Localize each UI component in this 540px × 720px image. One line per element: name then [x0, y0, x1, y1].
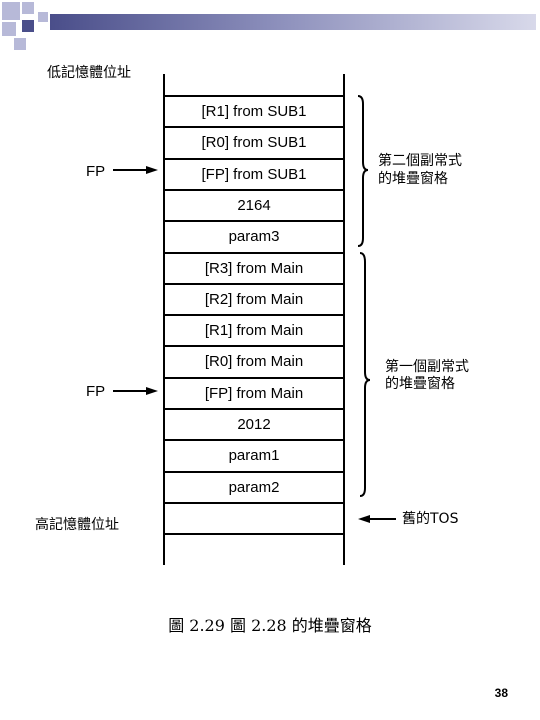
corner-square-5 — [14, 38, 26, 50]
stack-cell-label: param2 — [228, 479, 280, 496]
frame-lower-line2: 的堆疊窗格 — [385, 376, 455, 392]
stack-cell-label: 2164 — [237, 197, 271, 214]
high-address-label: 高記憶體位址 — [35, 517, 119, 533]
corner-square-1 — [2, 2, 20, 20]
stack-cell-label: param3 — [228, 228, 280, 245]
stack-cell-label: [FP] from Main — [204, 385, 304, 402]
frame-upper-line1: 第二個副常式 — [378, 153, 462, 169]
stack-cell-label: [R3] from Main — [204, 260, 304, 277]
stack-cell-label: [R0] from SUB1 — [201, 134, 307, 151]
corner-square-2 — [22, 2, 34, 14]
stack-cell-label: 2012 — [237, 416, 271, 433]
page-number: 38 — [494, 686, 508, 700]
corner-square-4 — [22, 20, 34, 32]
fp-arrow-lower — [113, 387, 158, 395]
figure-caption: 圖 2.29 圖 2.28 的堆疊窗格 — [168, 616, 372, 635]
low-address-label: 低記憶體位址 — [47, 65, 131, 81]
brace-upper — [357, 95, 369, 247]
corner-square-3 — [2, 22, 16, 36]
old-tos-label: 舊的TOS — [402, 511, 459, 527]
stack-cell-label: [R2] from Main — [204, 291, 304, 308]
fp-arrow-upper — [113, 166, 158, 174]
frame-lower-line1: 第一個副常式 — [385, 359, 469, 375]
tos-arrow — [358, 515, 396, 523]
frame-upper-line2: 的堆疊窗格 — [378, 171, 448, 187]
fp-label-lower: FP — [86, 383, 106, 400]
stack-cell-label: [FP] from SUB1 — [201, 166, 307, 183]
corner-square-6 — [38, 12, 48, 22]
stack-cell-label: [R1] from SUB1 — [201, 103, 307, 120]
brace-lower — [359, 252, 371, 497]
fp-label-upper: FP — [86, 163, 106, 180]
stack-cell-label: [R1] from Main — [204, 322, 304, 339]
title-bar — [50, 14, 536, 30]
stack-cell-label: param1 — [228, 447, 280, 464]
stack-cell-label: [R0] from Main — [204, 353, 304, 370]
